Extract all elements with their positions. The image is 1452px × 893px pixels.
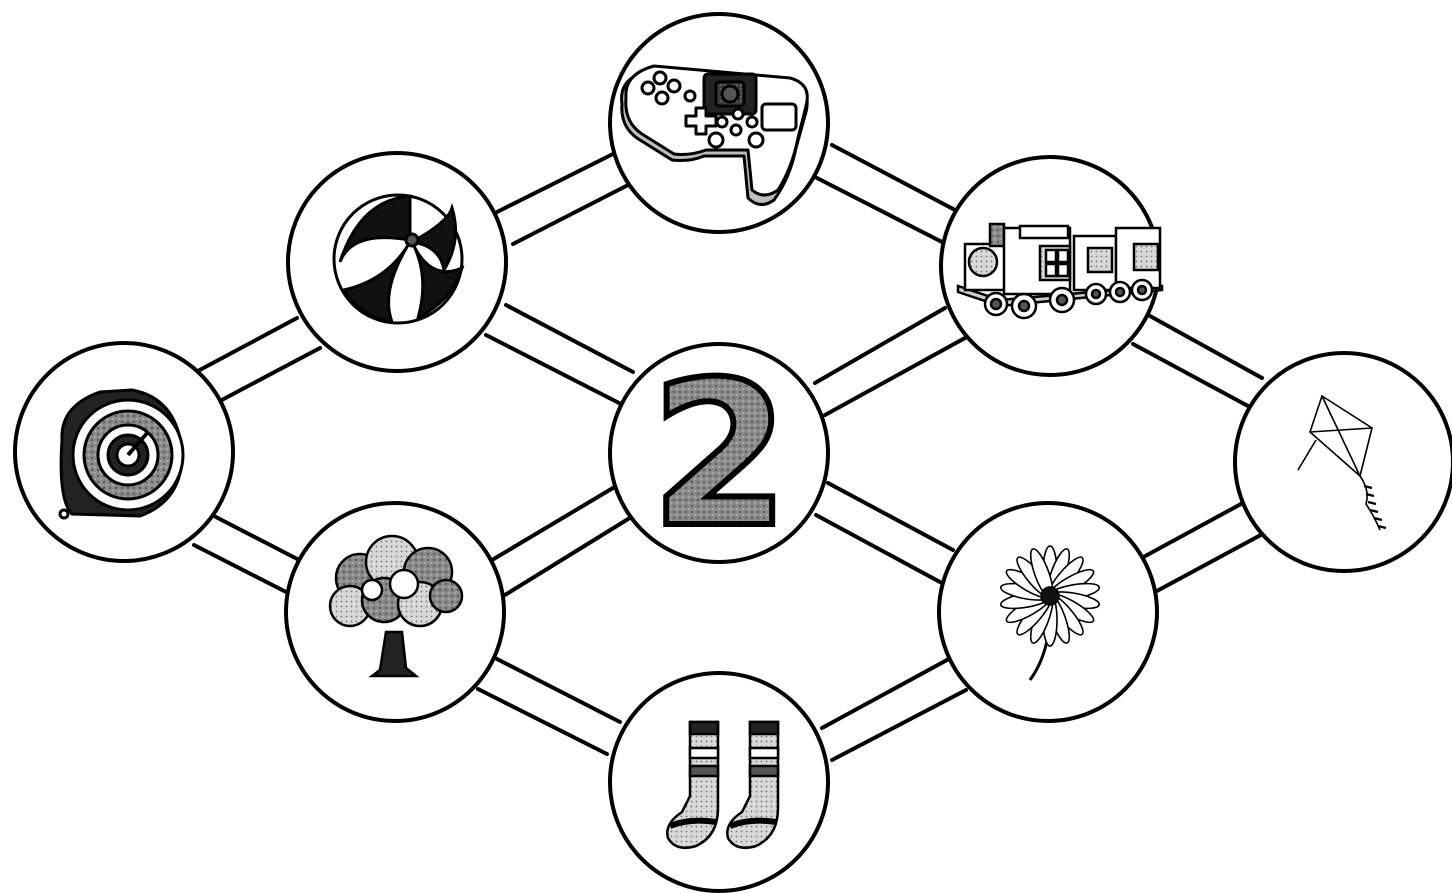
- number-2-icon: 2: [647, 336, 792, 575]
- center-number-label: 2: [650, 339, 789, 572]
- socks-icon: [666, 720, 780, 849]
- connecting-paths: [192, 143, 1272, 762]
- tree-icon: [328, 534, 464, 678]
- daisy-flower-icon: [999, 545, 1101, 681]
- kite-icon: [1297, 394, 1387, 531]
- game-controller-icon: [620, 64, 809, 206]
- spinning-top-icon: [58, 388, 185, 520]
- toy-train-icon: [956, 222, 1164, 320]
- node-center: [608, 342, 830, 564]
- beach-ball-icon: [332, 193, 465, 325]
